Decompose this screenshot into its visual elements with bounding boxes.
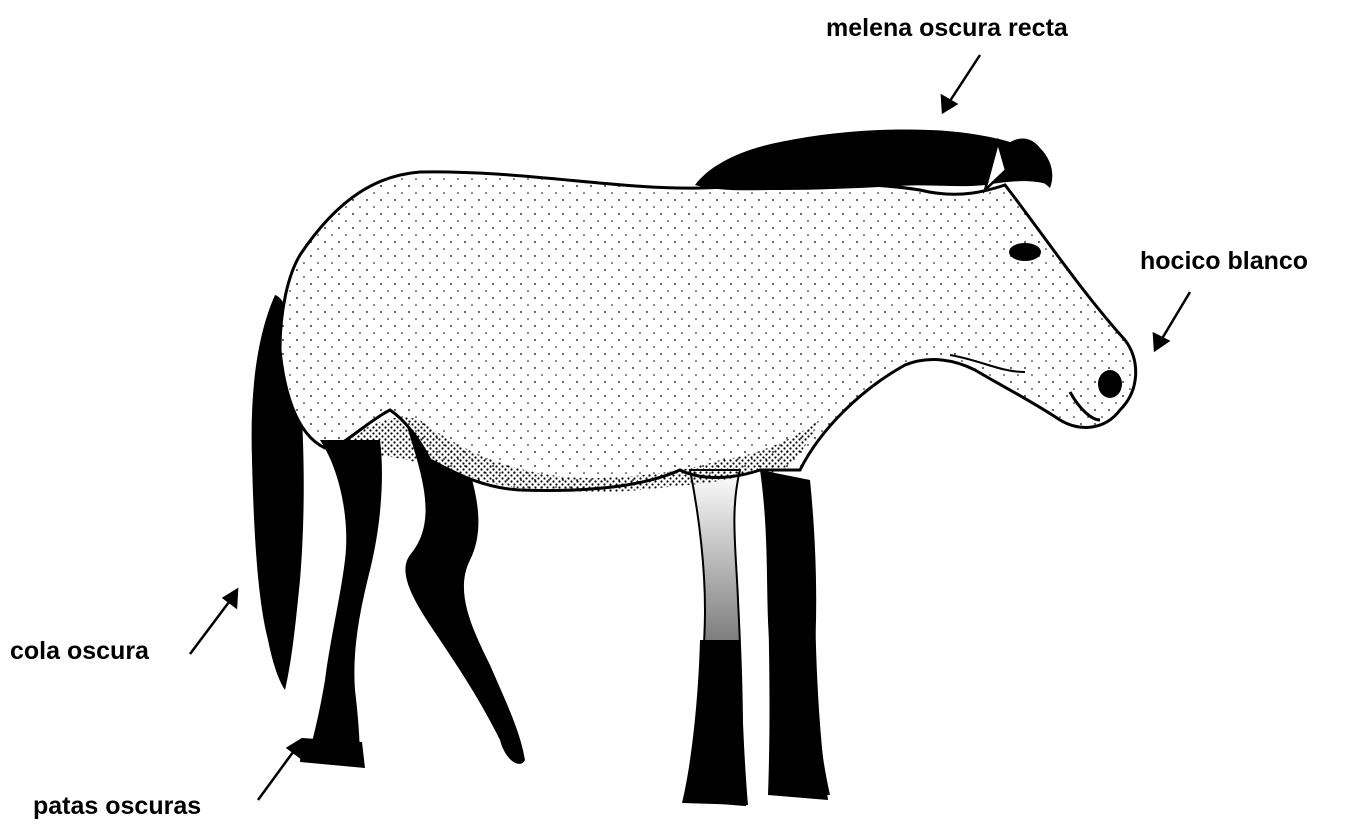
mane-arrow: [948, 55, 980, 104]
tail-arrow: [190, 598, 232, 654]
nostril: [1098, 370, 1122, 398]
near-hind-leg: [310, 440, 382, 762]
far-front-lower-leg: [768, 600, 828, 800]
label-tail: cola oscura: [10, 639, 149, 664]
label-muzzle: hocico blanco: [1140, 249, 1308, 274]
mane-arrow-head: [942, 96, 956, 112]
eye: [1009, 243, 1041, 261]
muzzle-arrow-head: [1154, 334, 1168, 350]
near-hind-hoof: [300, 738, 365, 768]
label-mane: melena oscura recta: [826, 16, 1068, 41]
legs-arrow: [258, 748, 296, 800]
near-front-lower-leg: [682, 640, 748, 805]
label-legs: patas oscuras: [33, 794, 201, 819]
muzzle-arrow: [1160, 292, 1190, 342]
